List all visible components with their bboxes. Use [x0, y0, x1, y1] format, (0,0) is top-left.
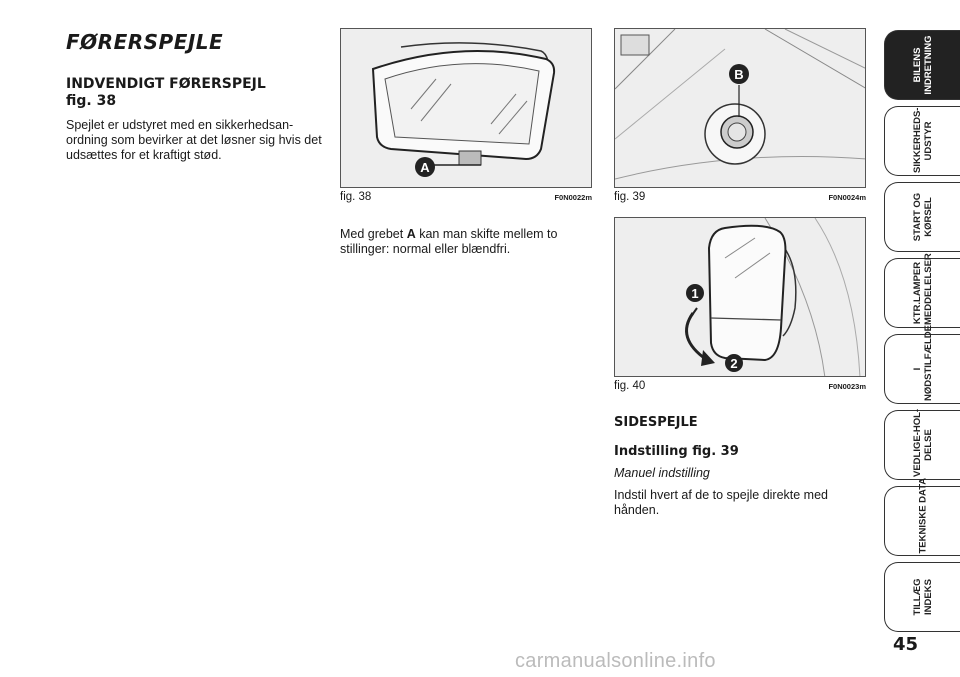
fig39-illustration: B [614, 28, 866, 188]
interior-body: Spejlet er udstyret med en sikkerhedsan-… [66, 118, 322, 162]
tab-tekniske-data[interactable]: TEKNISKE DATA [884, 477, 960, 556]
interior-heading: INDVENDIGT FØRERSPEJL [66, 76, 266, 92]
mirror-adjuster-image: B [615, 29, 865, 187]
tab-line2: UDSTYR [922, 121, 934, 161]
watermark: carmanualsonline.info [515, 650, 716, 672]
side-mirrors-body: Indstil hvert af de to spejle direkte me… [614, 488, 829, 517]
fig38-caption: fig. 38 [340, 191, 372, 203]
lever-text-post: kan man skifte mellem to stillinger: nor… [340, 227, 558, 256]
tab-line1: TILLÆG [911, 578, 923, 616]
side-mirrors-mode: Manuel indstilling [614, 466, 710, 480]
tab-sikkerhedsudstyr[interactable]: SIKKERHEDS-UDSTYR [884, 106, 960, 176]
fig40-caption: fig. 40 [614, 380, 646, 392]
page-number: 45 [893, 634, 919, 655]
tab-line2: INDRETNING [922, 35, 934, 95]
side-mirrors-heading: SIDESPEJLE [614, 415, 698, 430]
tab-line1: SIKKERHEDS- [911, 107, 923, 173]
column-right: B fig. 39 F0N0024m 1 2 fig. 40 F0N0023m … [614, 28, 866, 518]
fig39-caption: fig. 39 [614, 191, 646, 203]
tab-line1: BILENS [911, 47, 923, 83]
tab-label: SIKKERHEDS-UDSTYR [911, 107, 934, 173]
fig39-code: F0N0024m [828, 193, 866, 202]
tab-line2: MEDDELELSER [922, 253, 934, 325]
rear-view-mirror-image: A [341, 29, 591, 187]
tab-line2: INDEKS [922, 579, 934, 615]
fig40-caption-row: fig. 40 F0N0023m [614, 380, 866, 392]
lever-text-bold: A [406, 227, 416, 241]
section-title: FØRERSPEJLE [66, 30, 224, 54]
tab-line2: DELSE [922, 429, 934, 461]
fig40-code: F0N0023m [828, 382, 866, 391]
tab-vedligeholdelse[interactable]: VEDLIGE-HOL-DELSE [884, 409, 960, 480]
fig38-caption-row: fig. 38 F0N0022m [340, 191, 592, 203]
column-middle: A fig. 38 F0N0022m Med grebet A kan man … [340, 28, 592, 257]
lever-text-pre: Med grebet [340, 227, 407, 241]
tab-label: VEDLIGE-HOL-DELSE [912, 409, 934, 477]
fig39-caption-row: fig. 39 F0N0024m [614, 191, 866, 203]
side-mirrors-subheading: Indstilling fig. 39 [614, 444, 739, 459]
fig38-illustration: A [340, 28, 592, 188]
tab-label: TEKNISKE DATA [917, 477, 928, 553]
marker-a: A [420, 160, 430, 175]
fig38-code: F0N0022m [554, 193, 592, 202]
marker-1: 1 [691, 286, 698, 301]
interior-figref: fig. 38 [66, 93, 117, 109]
tab-line2: NØDSTILFÆLDE [922, 325, 934, 401]
tab-line1: START OG [911, 192, 923, 242]
tab-line1: KTR.LAMPER [911, 261, 923, 325]
lever-text: Med grebet A kan man skifte mellem to st… [340, 227, 592, 257]
tab-line1: VEDLIGE-HOL- [911, 408, 923, 477]
column-left: FØRERSPEJLE INDVENDIGT FØRERSPEJL fig. 3… [66, 30, 328, 163]
side-mirror-image: 1 2 [615, 218, 865, 376]
fig40-illustration: 1 2 [614, 217, 866, 377]
marker-b: B [734, 67, 743, 82]
tab-line2: KØRSEL [922, 197, 934, 237]
tab-line1: I [911, 367, 923, 371]
marker-2: 2 [730, 356, 737, 371]
tab-line1: TEKNISKE DATA [917, 477, 928, 553]
